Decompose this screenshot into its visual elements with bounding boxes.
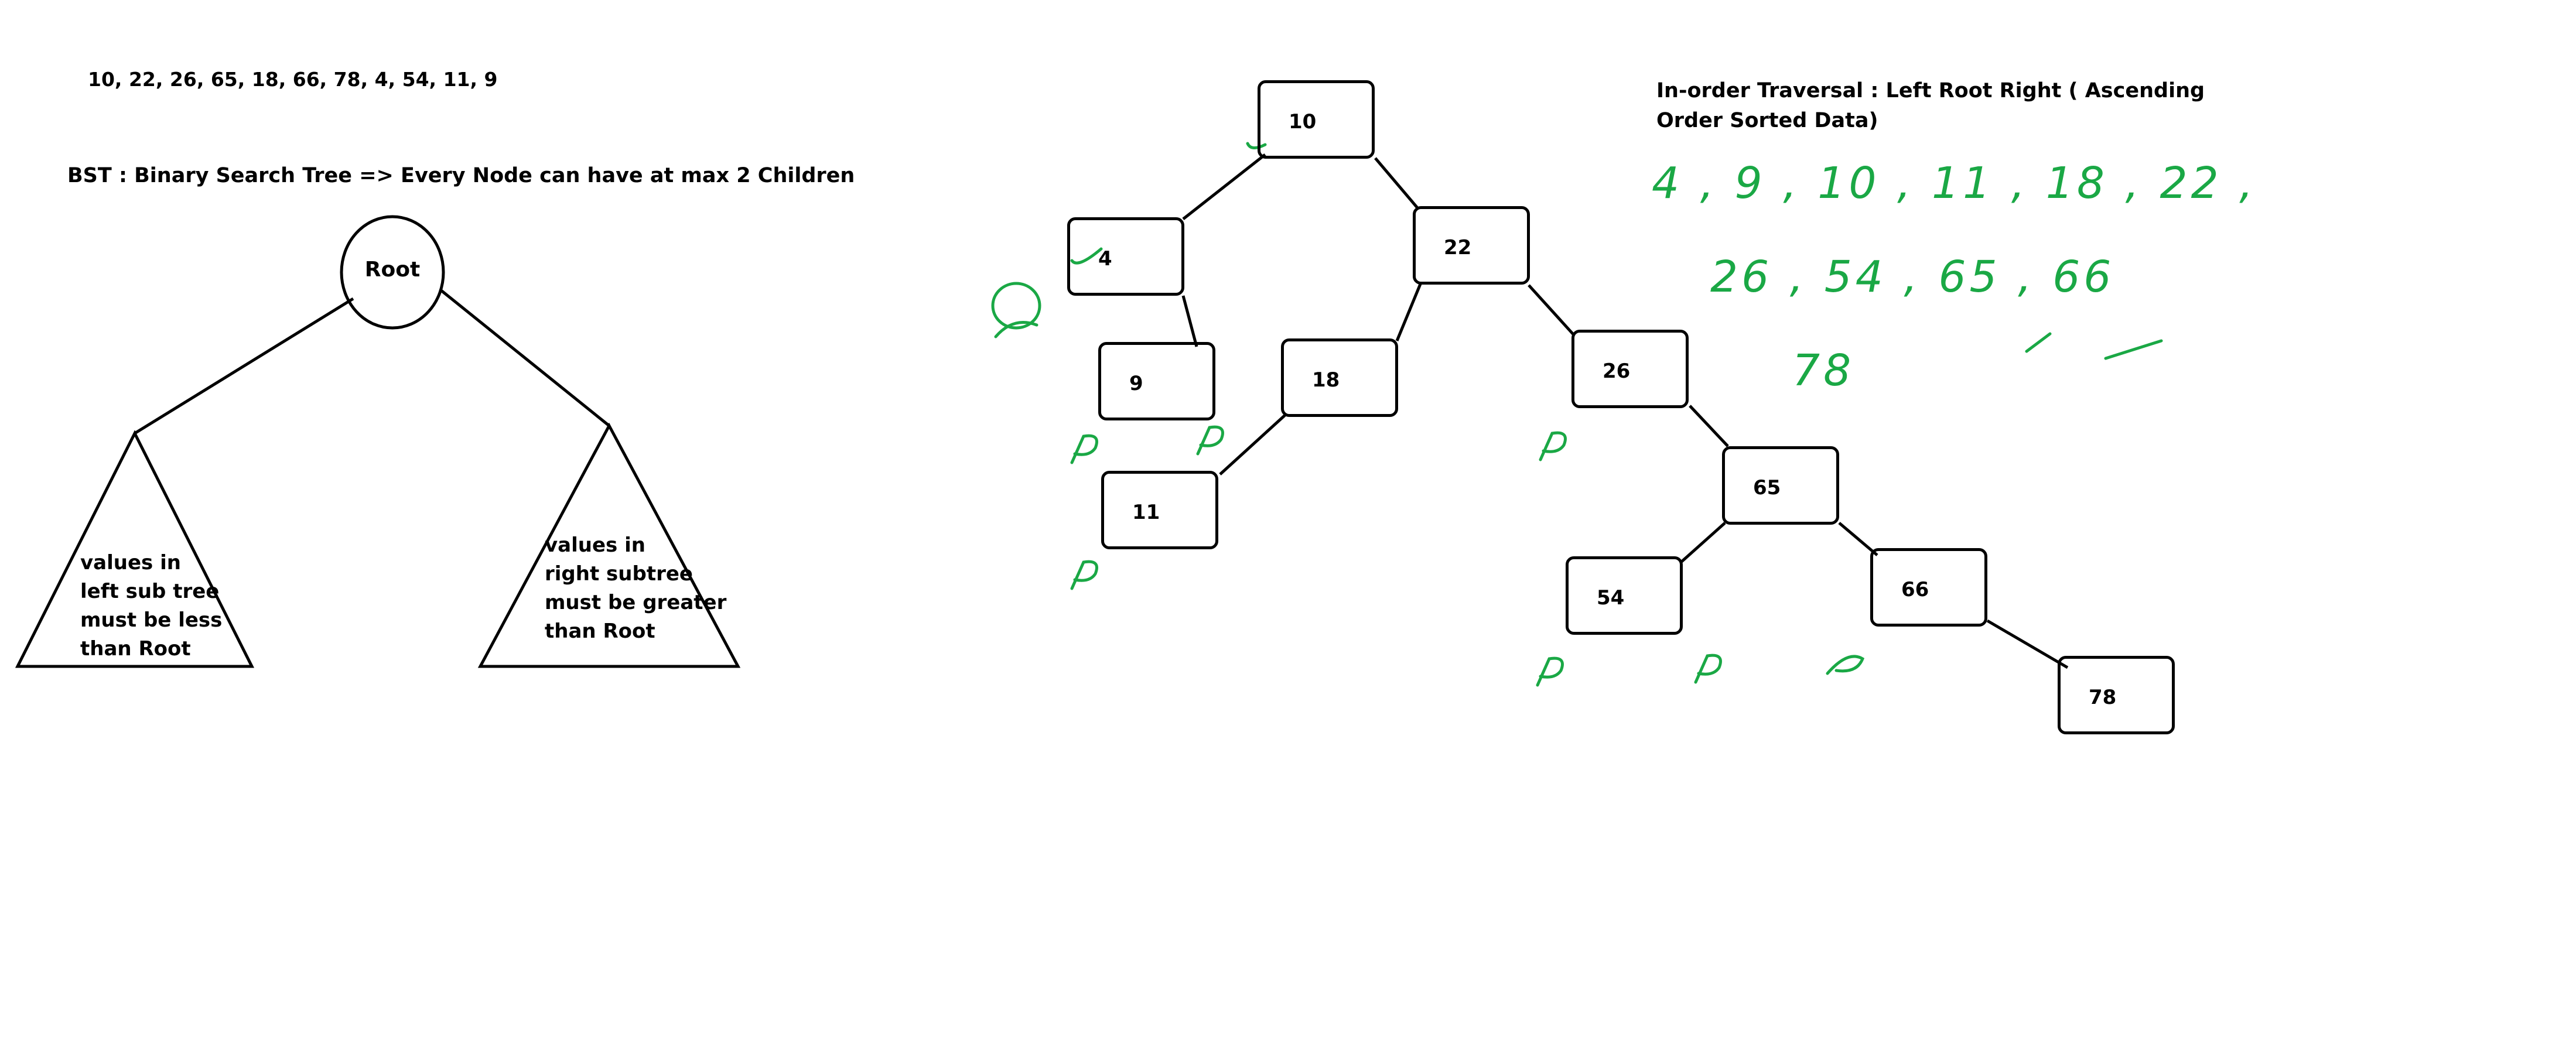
root-left-edge (134, 297, 354, 435)
root-right-edge (439, 289, 610, 427)
null-mark-11 (1070, 560, 1098, 590)
node-value: 22 (1444, 236, 1472, 259)
node-value: 66 (1901, 578, 1929, 601)
handwritten-result-line: 26 , 54 , 65 , 66 (1710, 252, 2115, 302)
right-subtree-line: must be greater (545, 591, 727, 614)
null-mark-66 (1826, 655, 1865, 675)
underline-65 (2025, 332, 2052, 353)
tree-node: 9 (1098, 342, 1215, 420)
handwritten-result-line: 4 , 9 , 10 , 11 , 18 , 22 , (1652, 158, 2257, 208)
edge-4-9 (1181, 295, 1198, 347)
null-marks (991, 142, 2163, 687)
null-mark-9-left (1070, 434, 1098, 464)
right-subtree-description: values in right subtree must be greater … (545, 531, 726, 646)
null-mark-26 (1539, 431, 1567, 461)
null-mark-9-right (1196, 425, 1224, 456)
node-value: 10 (1289, 110, 1317, 134)
tree-node: 26 (1571, 330, 1689, 408)
traversal-title-line: In-order Traversal : Left Root Right ( A… (1656, 79, 2205, 102)
underline-66 (2104, 339, 2163, 360)
right-subtree-line: values in (545, 533, 645, 557)
null-mark-54-right (1694, 654, 1722, 684)
tree-node: 4 (1067, 217, 1184, 296)
handwritten-result-line: 78 (1792, 345, 1855, 396)
node-value: 54 (1597, 586, 1625, 610)
node-value: 78 (2089, 686, 2117, 709)
null-mark-54-left (1536, 656, 1564, 687)
edge-22-26 (1528, 284, 1575, 336)
root-circle (340, 215, 445, 330)
traversal-title: In-order Traversal : Left Root Right ( A… (1656, 76, 2205, 136)
edge-65-66 (1838, 522, 1878, 556)
tree-edges (1181, 153, 2069, 669)
right-subtree-line: right subtree (545, 562, 693, 586)
left-subtree-line: values in (80, 551, 181, 574)
edge-66-78 (1986, 619, 2069, 669)
bst-definition: BST : Binary Search Tree => Every Node c… (67, 164, 855, 187)
tree-node: 22 (1413, 206, 1530, 285)
circled-mark (991, 282, 1041, 330)
node-value: 26 (1603, 360, 1631, 383)
left-subtree-line: must be less (80, 608, 223, 632)
tree-node: 18 (1281, 338, 1398, 417)
left-subtree-line: left sub tree (80, 580, 220, 603)
node-value: 4 (1098, 247, 1112, 271)
node-value: 18 (1312, 368, 1340, 392)
left-subtree-triangle (15, 430, 255, 668)
tree-node: 10 (1258, 80, 1375, 159)
tree-node: 78 (2058, 656, 2175, 734)
root-label: Root (364, 258, 421, 282)
node-value: 9 (1129, 372, 1143, 395)
checkmark-4 (1070, 247, 1103, 265)
edge-22-18 (1395, 283, 1422, 341)
node-value: 11 (1132, 501, 1160, 524)
tree-node: 54 (1566, 556, 1683, 635)
tree-node: 11 (1101, 471, 1218, 549)
tree-node: 65 (1722, 446, 1839, 525)
right-subtree-triangle (477, 422, 741, 668)
node-value: 65 (1753, 476, 1781, 500)
edge-65-54 (1680, 522, 1726, 563)
edge-10-4 (1182, 153, 1266, 220)
left-subtree-description: values in left sub tree must be less tha… (80, 549, 222, 663)
left-subtree-line: than Root (80, 637, 191, 661)
edge-26-65 (1689, 405, 1729, 447)
traversal-title-line: Order Sorted Data) (1656, 109, 1878, 132)
circled-mark-slash (994, 321, 1038, 338)
right-subtree-line: than Root (545, 620, 655, 643)
tree-node: 66 (1870, 548, 1987, 627)
input-sequence: 10, 22, 26, 65, 18, 66, 78, 4, 54, 11, 9 (88, 68, 498, 91)
checkmark-10 (1246, 142, 1267, 149)
edge-10-22 (1374, 157, 1419, 209)
edge-18-11 (1219, 413, 1287, 475)
